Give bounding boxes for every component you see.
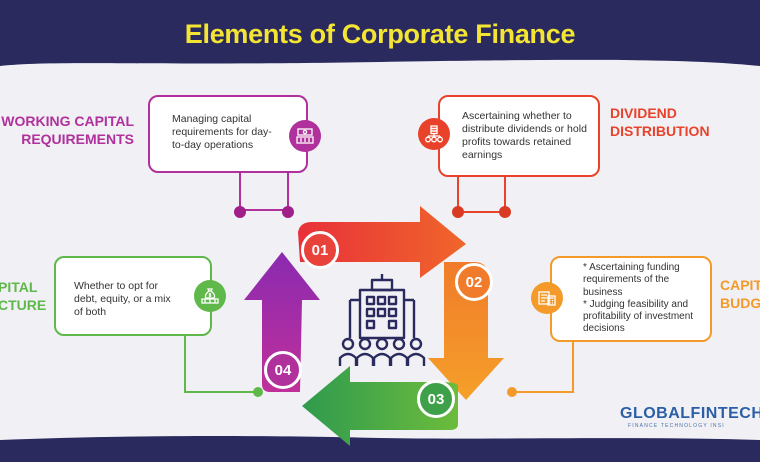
label-working-capital: WORKING CAPITAL REQUIREMENTS (1, 113, 134, 147)
cash-register-icon (289, 120, 321, 152)
connector-dividend (457, 176, 506, 213)
connector-working-capital (239, 172, 289, 211)
arrow-bottom (302, 366, 458, 446)
label-dividend: DIVIDEND DISTRIBUTION (610, 105, 710, 139)
corporate-building-people-icon (338, 274, 426, 366)
capital-structure-description: Whether to opt for debt, equity, or a mi… (74, 280, 171, 318)
coin-stack-hierarchy-icon (418, 118, 450, 150)
bullet-feasibility: * Judging feasibility and profitability … (583, 298, 694, 335)
money-bag-icon (194, 280, 226, 312)
step-01: 01 (301, 231, 339, 269)
page-title: Elements of Corporate Finance (184, 18, 576, 49)
connector-capital-budgeting (512, 340, 574, 393)
title-pill (152, 12, 608, 56)
bottom-band (0, 436, 760, 462)
label-capital-structure: PITAL CTURE (0, 279, 47, 313)
step-04: 04 (264, 351, 302, 389)
box-capital-structure (54, 256, 212, 336)
connector-capital-structure (184, 330, 258, 393)
dividend-description: Ascertaining whether to distribute divid… (462, 110, 587, 161)
logo-tagline: FINANCE TECHNOLOGY INSI (628, 423, 725, 429)
box-working-capital (148, 95, 308, 173)
bullet-funding: * Ascertaining funding requirements of t… (583, 262, 680, 298)
arrow-top (298, 206, 466, 278)
arrow-left (244, 252, 320, 392)
step-03: 03 (417, 380, 455, 418)
title-container: Elements of Corporate Finance (150, 12, 610, 56)
capital-budgeting-bullets: * Ascertaining funding requirements of t… (583, 262, 707, 336)
working-capital-description: Managing capital requirements for day-to… (172, 113, 272, 151)
step-02: 02 (455, 263, 493, 301)
logo-name: GLOBALFINTECH (620, 405, 760, 422)
budget-calculator-icon (531, 282, 563, 314)
label-capital-budgeting: CAPIT BUDG (720, 277, 760, 311)
